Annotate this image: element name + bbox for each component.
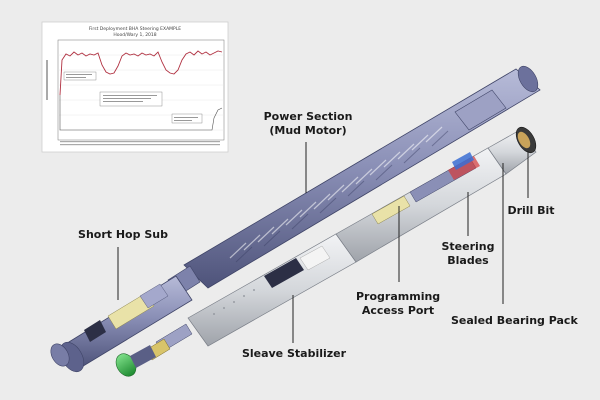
- label-power-section: Power Section (Mud Motor): [263, 110, 353, 137]
- steering-assembly: [115, 126, 537, 377]
- label-programming-access-port: Programming Access Port: [356, 290, 441, 317]
- label-sleave-stabilizer: Sleave Stabilizer: [241, 347, 347, 360]
- label-short-hop-sub: Short Hop Sub: [78, 228, 168, 241]
- inset-chart: [41, 21, 229, 153]
- inset-chart-trend-line: [59, 50, 223, 96]
- inset-chart-title-line1: First Deployment BHA Steering EXAMPLE: [88, 27, 182, 32]
- leader-lines: [117, 142, 529, 343]
- mud-motor-assembly: [50, 65, 541, 373]
- label-sealed-bearing-pack: Sealed Bearing Pack: [451, 314, 578, 327]
- power-section-spiral: [229, 126, 443, 259]
- label-steering-blades: Steering Blades: [441, 240, 495, 267]
- label-drill-bit: Drill Bit: [507, 204, 555, 217]
- inset-chart-title: First Deployment BHA Steering EXAMPLE Ho…: [70, 27, 200, 39]
- inset-chart-title-line2: Hood/Wary 1, 2018: [113, 33, 157, 38]
